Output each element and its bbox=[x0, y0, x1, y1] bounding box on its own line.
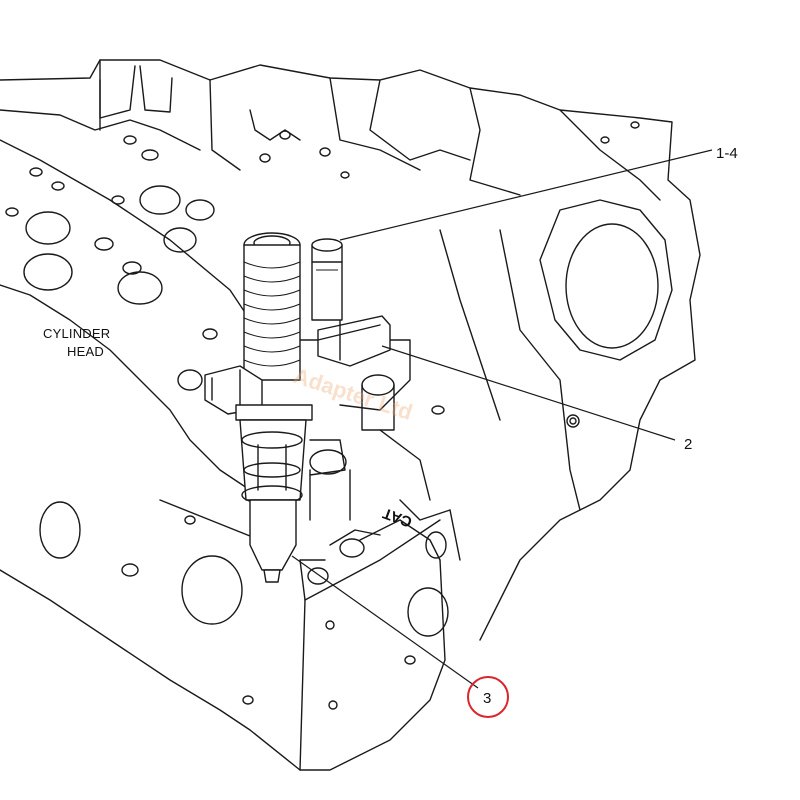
leader-3 bbox=[291, 555, 479, 689]
cylinder-head-label-line2: HEAD bbox=[67, 344, 104, 359]
leader-lines bbox=[291, 149, 713, 689]
cylinder-head-block bbox=[0, 59, 701, 771]
fuel-injector bbox=[204, 232, 391, 583]
callout-2: 2 bbox=[684, 436, 692, 453]
callout-1-4: 1-4 bbox=[716, 145, 738, 162]
callout-3: 3 bbox=[483, 690, 491, 707]
leader-1-4 bbox=[339, 149, 713, 241]
callout-3-highlight-circle bbox=[467, 676, 509, 718]
leader-2 bbox=[381, 345, 676, 441]
cylinder-head-label-line1: CYLINDER bbox=[43, 326, 110, 341]
